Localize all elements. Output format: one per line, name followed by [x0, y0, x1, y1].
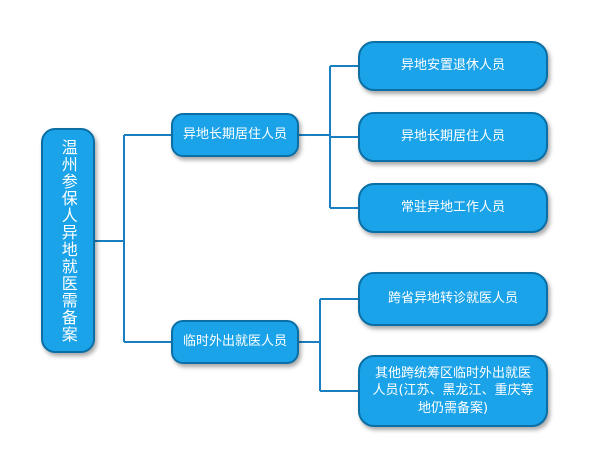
root-node: 温州参保人异地就医需备案 [41, 128, 95, 353]
leaf-node-label: 常驻异地工作人员 [400, 200, 505, 216]
leaf-node-label: 异地长期居住人员 [400, 129, 505, 145]
leaf-node-label: 异地安置退休人员 [400, 58, 505, 74]
leaf-node-label: 跨省异地转诊就医人员 [387, 291, 518, 307]
leaf-node-relocated-retirees: 异地安置退休人员 [358, 41, 548, 91]
leaf-node-label: 其他跨统筹区临时外出就医人员(江苏、黑龙江、重庆等地仍需备案) [372, 365, 534, 416]
leaf-node-stationed-workers: 常驻异地工作人员 [358, 183, 548, 233]
root-node-label: 温州参保人异地就医需备案 [58, 138, 78, 343]
branch-node-long-term-residence: 异地长期居住人员 [171, 113, 299, 157]
branch-node-temporary-medical: 临时外出就医人员 [171, 320, 299, 364]
leaf-node-cross-province-referral: 跨省异地转诊就医人员 [358, 272, 548, 326]
branch-node-label: 临时外出就医人员 [182, 334, 287, 350]
branch-node-label: 异地长期居住人员 [182, 127, 287, 143]
leaf-node-long-term-residents: 异地长期居住人员 [358, 112, 548, 162]
leaf-node-other-temporary-medical: 其他跨统筹区临时外出就医人员(江苏、黑龙江、重庆等地仍需备案) [358, 355, 548, 427]
